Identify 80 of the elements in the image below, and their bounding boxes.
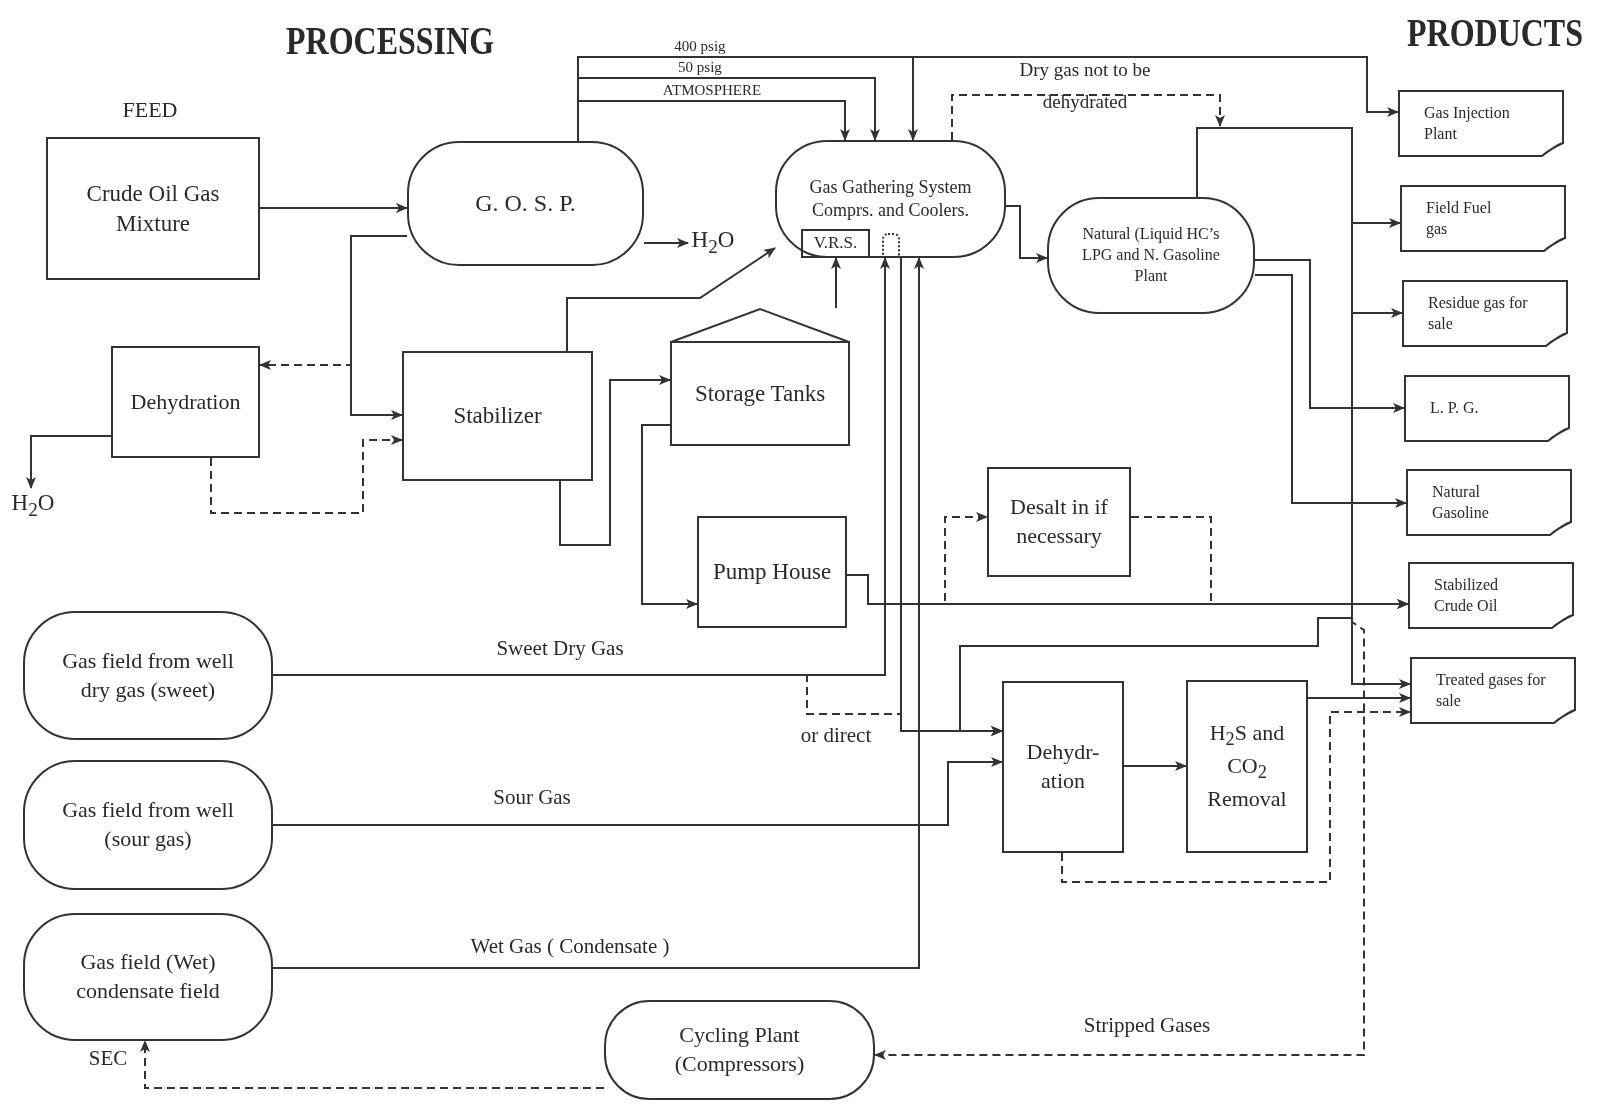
flow-arrow [1307,693,1411,703]
flow-arrow [272,757,1003,826]
dashed-flow-arrow [210,435,403,514]
node-label: Gas field from well (sour gas) [61,796,235,853]
rounded-process-box [23,611,273,740]
flow-arrow [1254,259,1405,413]
rounded-process-box [23,760,273,890]
flow-arrow [577,77,880,142]
flow-arrow [831,257,841,309]
node-label: Residue gas for sale [1428,292,1528,334]
edge-label: Dry gas not to be dehydrated [1018,57,1152,114]
process-box [801,229,870,258]
node-label: Crude Oil Gas Mixture [85,179,221,238]
process-box [402,351,593,481]
rounded-process-box [1047,197,1255,314]
flow-arrow [641,424,698,609]
node-label: H$_{2}$S and CO$_{2}$ Removal [1207,719,1287,814]
dashed-flow-arrow [1061,707,1411,883]
node-label: Dehydr- ation [1025,738,1101,795]
rounded-process-box [775,140,1006,258]
flow-arrow [1005,205,1048,263]
node-label: Stabilizer [453,402,542,431]
column-heading: FEED [122,97,178,123]
node-label: Gas field (Wet) condensate field [75,948,221,1005]
node-label: Stabilized Crude Oil [1434,574,1499,616]
product-document-shape [1402,280,1568,347]
product-document-shape [1400,185,1566,252]
storage-tank-shape [670,308,850,446]
node-label: Gas Gathering System Comprs. and Coolers. [808,175,973,222]
process-box [987,467,1131,577]
product-document-shape [1408,562,1574,629]
dotted-box [882,233,900,258]
process-box [697,516,847,628]
flow-arrow [1254,274,1407,508]
process-box [1186,680,1308,853]
dashed-flow-arrow [874,127,1365,1060]
node-label: V.R.S. [813,232,858,255]
node-label: Gas field from well dry gas (sweet) [61,646,235,704]
flow-arrow [1123,761,1187,771]
edge-label: 400 psig [674,38,726,56]
flow-arrow [577,100,850,142]
edge-label: 50 psig [678,59,722,77]
dashed-flow-arrow [846,512,988,605]
dashed-flow-arrow [259,235,408,370]
process-box [46,137,260,280]
node-label: Treated gases for sale [1436,669,1547,711]
node-label: Pump House [712,558,832,587]
node-label: Dehydration [130,387,241,416]
node-label: Cycling Plant (Compressors) [673,1021,806,1078]
node-label: Desalt in if necessary [1009,493,1109,550]
dashed-flow-arrow [272,674,1003,736]
flow-arrow [259,203,408,213]
dashed-flow-arrow [140,1040,605,1089]
node-label: Natural Gasoline [1432,481,1490,523]
node-label: Natural (Liquid HC’s LPG and N. Gasoline Plant [1081,224,1221,286]
node-label: L. P. G. [1430,398,1480,419]
node-label: Field Fuel gas [1426,197,1493,240]
process-box [1002,681,1124,853]
process-box [111,346,260,458]
product-document-shape [1398,90,1564,157]
section-heading: PROCESSING [286,16,495,64]
rounded-process-box [407,141,644,266]
rounded-process-box [604,1000,875,1100]
product-document-shape [1406,469,1572,536]
flow-arrow [559,375,671,546]
flow-arrow [26,435,112,489]
outlet-label: H$_{2}$O [691,225,735,259]
node-label: Storage Tanks [694,380,826,409]
dashed-flow-arrow [1130,516,1409,609]
dashed-flow-arrow [951,94,1225,141]
product-document-shape [1410,657,1576,724]
section-heading: PRODUCTS [1407,8,1583,56]
flow-arrow [566,247,776,352]
node-label: G. O. S. P. [475,188,576,218]
outlet-label: H$_{2}$O [11,488,55,522]
flow-arrow [643,238,689,248]
node-label: Gas Injection Plant [1424,102,1511,144]
rounded-process-box [23,913,273,1041]
flow-arrow [272,257,924,969]
product-document-shape [1404,375,1570,442]
